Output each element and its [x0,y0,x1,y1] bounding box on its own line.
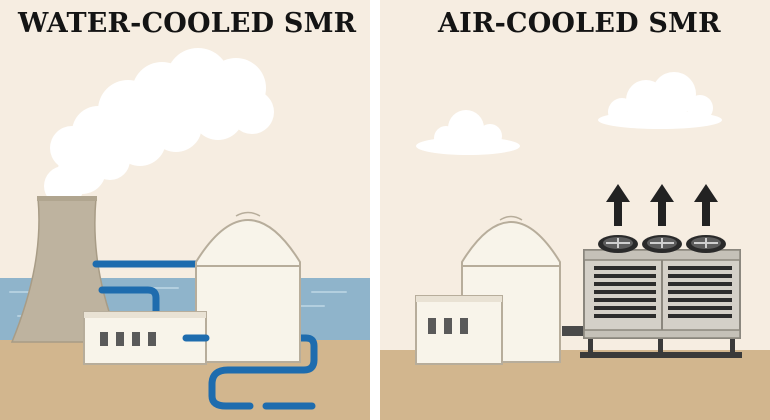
fan-icon [686,235,726,253]
water-cooled-panel [0,0,370,420]
up-arrow-icon [606,184,630,226]
up-arrow-icon [650,184,674,226]
cloud-icon [598,72,722,129]
heat-exhaust-arrows [606,184,718,226]
water-cooled-title: WATER-COOLED SMR [18,8,357,39]
air-cooled-panel [380,0,770,420]
up-arrow-icon [694,184,718,226]
air-cooled-title: AIR-COOLED SMR [438,8,721,39]
coolant-pipes [92,260,318,410]
window [100,332,108,346]
window [460,318,468,334]
cooling-tower-rim [37,196,97,201]
window [148,332,156,346]
window [444,318,452,334]
louvers [594,266,732,318]
cloud-icon [416,110,520,155]
fan-icon [642,235,682,253]
window [116,332,124,346]
panel-divider [370,0,380,420]
steam-plume-icon [44,48,274,206]
reactor-dome-icon [195,211,301,363]
connector-duct [562,326,588,336]
window [428,318,436,334]
window [132,332,140,346]
fan-icon [598,235,638,253]
annex-building [415,295,503,365]
fan-cooler-icon [580,235,742,358]
